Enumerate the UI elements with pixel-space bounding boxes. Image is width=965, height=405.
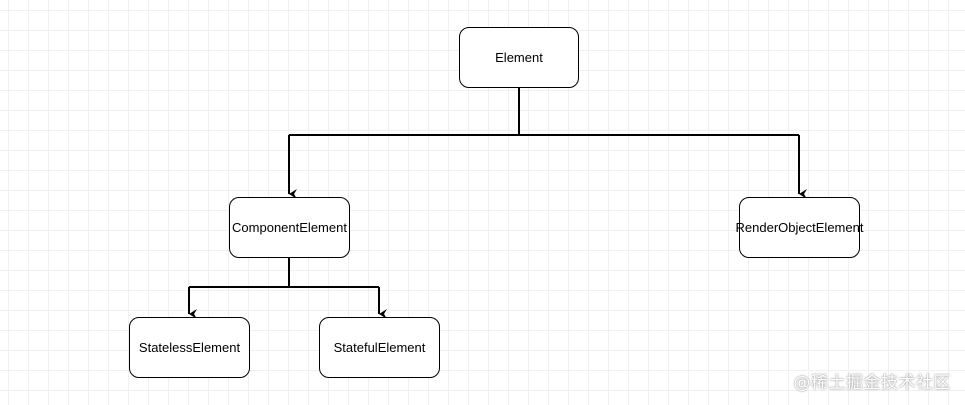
node-stateless-element[interactable]: StatelessElement bbox=[129, 317, 250, 378]
node-label: Element bbox=[495, 50, 543, 65]
node-label: RenderObjectElement bbox=[735, 220, 864, 235]
node-label: StatefulElement bbox=[333, 340, 426, 355]
watermark: @稀土掘金技术社区 bbox=[793, 373, 951, 393]
node-element[interactable]: Element bbox=[459, 27, 579, 88]
node-stateful-element[interactable]: StatefulElement bbox=[319, 317, 440, 378]
node-label: ComponentElement bbox=[232, 220, 347, 235]
node-label: StatelessElement bbox=[138, 340, 241, 355]
node-render-object-element[interactable]: RenderObjectElement bbox=[736, 197, 863, 258]
node-component-element[interactable]: ComponentElement bbox=[229, 197, 350, 258]
